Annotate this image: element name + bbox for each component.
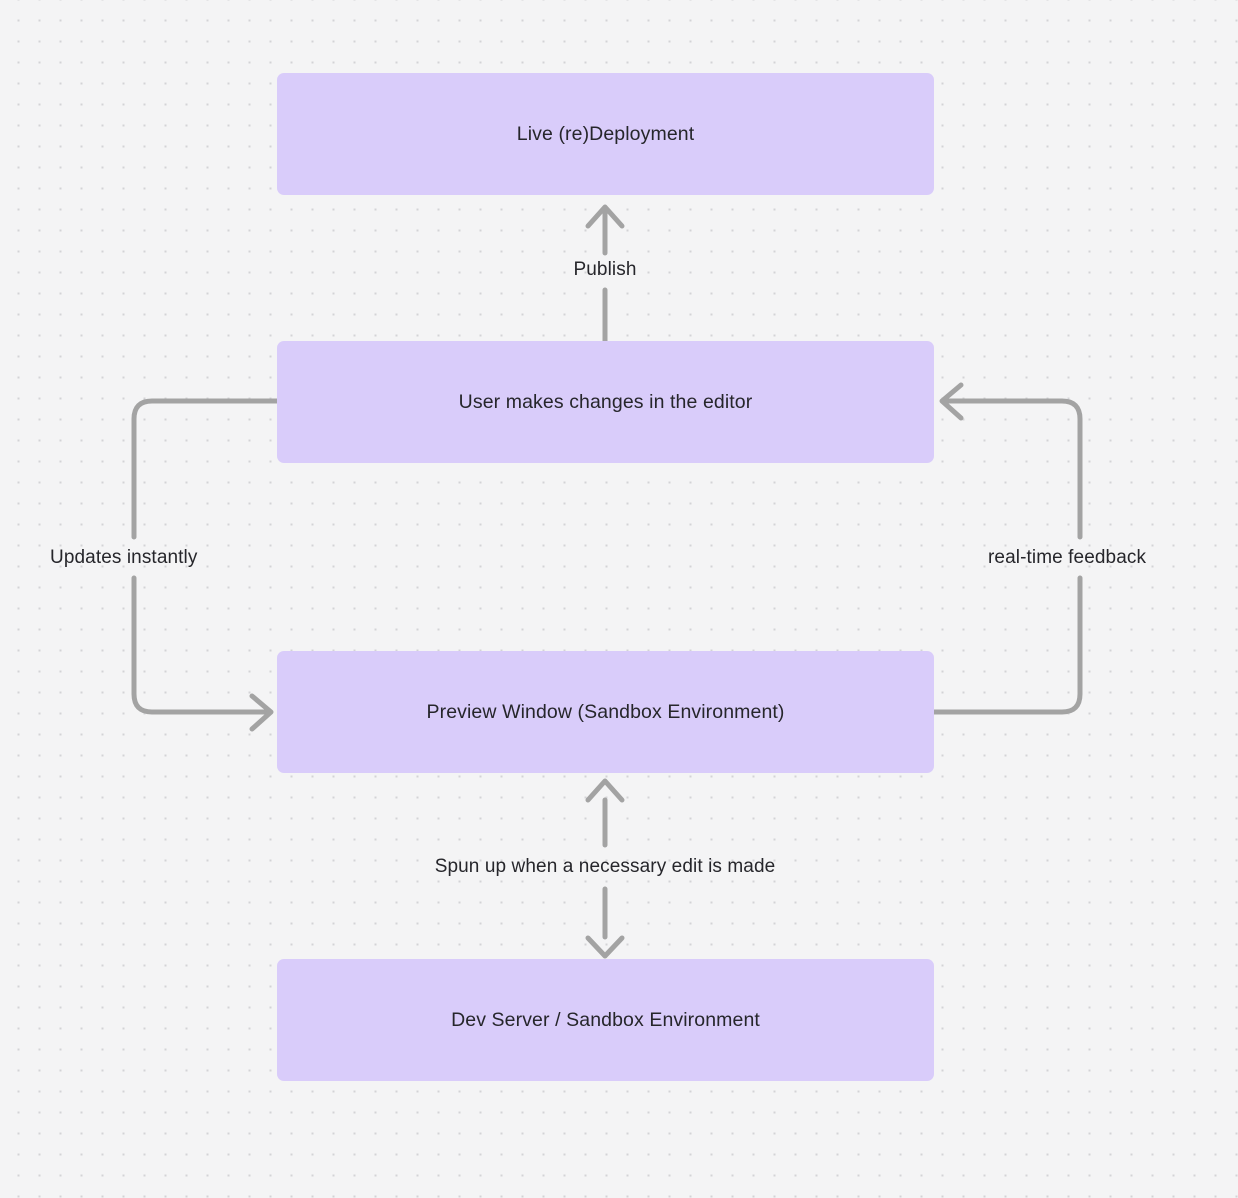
node-live-deployment-label: Live (re)Deployment xyxy=(516,122,695,145)
edge-feedback-upper-segment xyxy=(942,398,1083,540)
edge-spunup-arrowhead-down xyxy=(585,935,625,959)
edge-updates-arrowhead-right xyxy=(249,693,274,732)
edge-label-real-time-feedback: real-time feedback xyxy=(988,547,1147,568)
edge-spunup-arrowhead-up xyxy=(585,778,625,803)
edge-feedback-arrowhead-left xyxy=(939,382,964,421)
edge-label-publish: Publish xyxy=(573,259,637,280)
node-preview-window-label: Preview Window (Sandbox Environment) xyxy=(426,700,785,723)
edge-updates-upper-segment xyxy=(131,398,280,540)
edge-label-updates-instantly: Updates instantly xyxy=(50,547,198,568)
node-live-deployment[interactable]: Live (re)Deployment xyxy=(277,73,934,195)
node-user-edits-label: User makes changes in the editor xyxy=(458,390,753,413)
edge-label-spun-up: Spun up when a necessary edit is made xyxy=(434,856,776,877)
edge-publish-arrowhead-up xyxy=(585,204,625,229)
node-dev-server-label: Dev Server / Sandbox Environment xyxy=(451,1008,760,1031)
node-dev-server[interactable]: Dev Server / Sandbox Environment xyxy=(277,959,934,1081)
node-user-edits[interactable]: User makes changes in the editor xyxy=(277,341,934,463)
node-preview-window[interactable]: Preview Window (Sandbox Environment) xyxy=(277,651,934,773)
edge-updates-lower-segment xyxy=(131,575,271,715)
edge-feedback-lower-segment xyxy=(931,575,1083,715)
